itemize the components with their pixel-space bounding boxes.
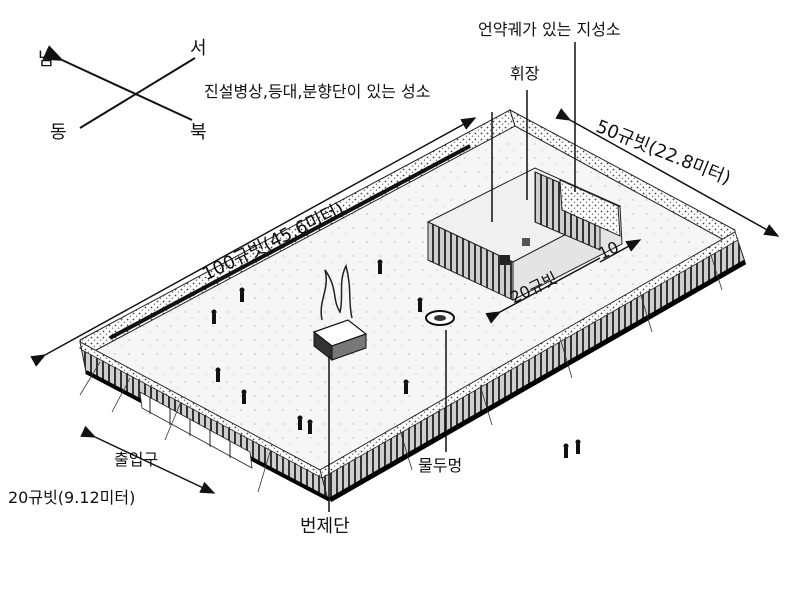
compass-south-arrow [42,45,193,121]
veil-label: 휘장 [510,64,540,83]
lampstand [500,255,510,265]
compass-east-label: 동 [50,122,67,143]
compass [42,45,196,129]
table-of-showbread [522,238,530,246]
compass-south-label: 남 [38,49,55,70]
compass-west-label: 서 [190,38,207,59]
holy-place-label: 진설병상,등대,분향단이 있는 성소 [204,82,431,101]
entrance-width-label: 20규빗(9.12미터) [8,488,136,507]
dimension-lines [30,108,780,494]
south-wall-base [328,259,747,503]
altar-label: 번제단 [300,516,350,537]
entrance-label: 출입구 [114,450,159,469]
compass-east-west-line [79,57,196,129]
most-holy-place-label: 언약궤가 있는 지성소 [478,20,621,39]
compass-north-label: 북 [190,122,207,143]
laver [425,310,455,326]
laver-label: 물두멍 [418,456,463,475]
